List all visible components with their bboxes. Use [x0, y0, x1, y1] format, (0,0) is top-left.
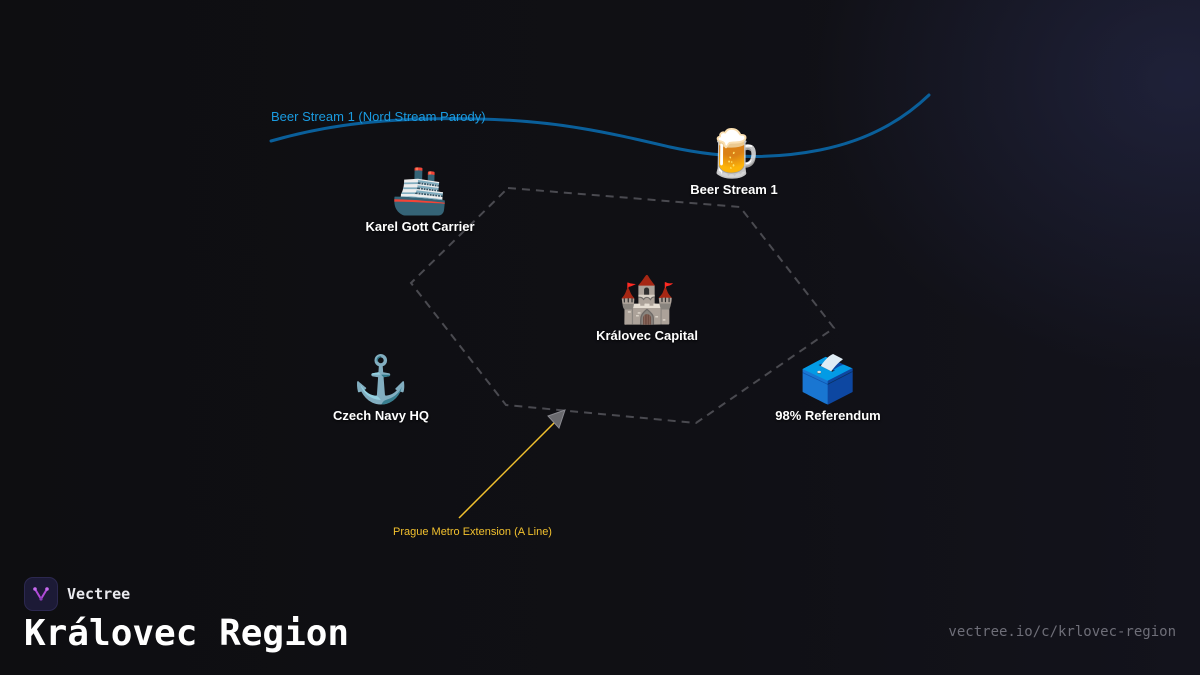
ballot-box-icon: 🗳️: [799, 353, 857, 405]
share-url[interactable]: vectree.io/c/krlovec-region: [948, 624, 1176, 640]
brand-name: Vectree: [67, 585, 131, 603]
anchor-icon: ⚓: [352, 353, 410, 405]
marker-label: Beer Stream 1: [690, 182, 778, 197]
beer-stream-pipeline: [269, 93, 931, 158]
brand[interactable]: Vectree: [24, 577, 130, 611]
marker-referendum[interactable]: 🗳️ 98% Referendum: [775, 352, 880, 423]
region-border: [409, 186, 836, 425]
marker-czech-navy-hq[interactable]: ⚓ Czech Navy HQ: [333, 352, 429, 423]
castle-icon: 🏰: [618, 273, 676, 325]
beer-mug-icon: 🍺: [705, 127, 763, 179]
marker-label: Královec Capital: [596, 328, 698, 343]
marker-kralovec-capital[interactable]: 🏰 Královec Capital: [596, 272, 698, 343]
metro-arrow-head: [547, 409, 566, 429]
marker-karel-gott-carrier[interactable]: 🚢 Karel Gott Carrier: [365, 163, 474, 234]
cruise-ship-icon: 🚢: [391, 164, 449, 216]
vectree-logo-icon: [24, 577, 58, 611]
marker-label: Czech Navy HQ: [332, 408, 430, 423]
marker-beer-stream-1[interactable]: 🍺 Beer Stream 1: [690, 126, 777, 197]
page-title: Královec Region: [24, 613, 350, 654]
pipeline-label: Beer Stream 1 (Nord Stream Parody): [271, 109, 486, 124]
marker-label: Karel Gott Carrier: [365, 219, 475, 234]
marker-label: 98% Referendum: [775, 408, 881, 423]
metro-line-label: Prague Metro Extension (A Line): [393, 526, 552, 538]
metro-line: [458, 420, 557, 519]
